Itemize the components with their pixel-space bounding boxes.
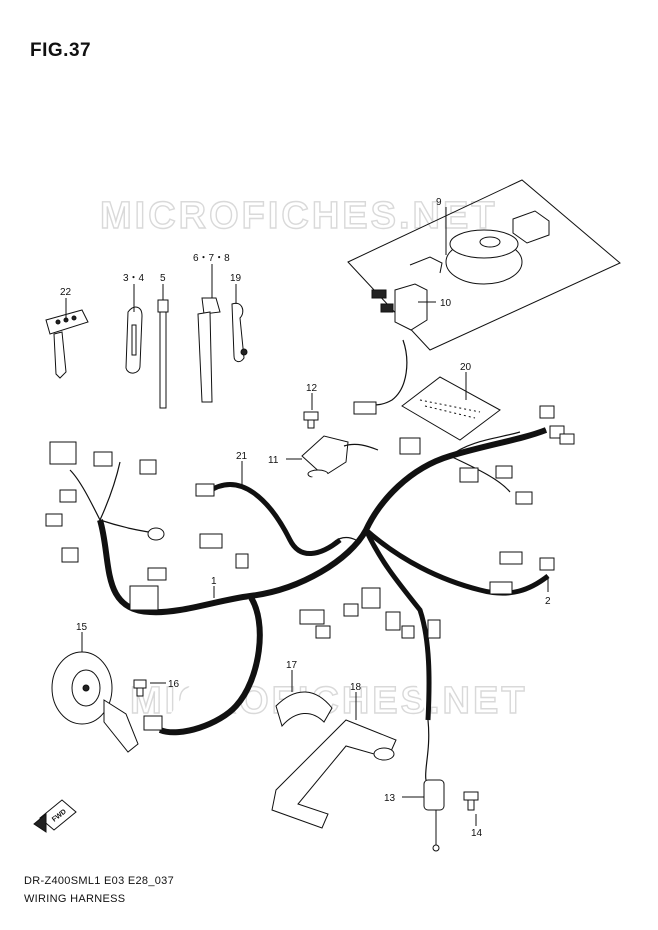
callout-3-4: 3・4 (123, 273, 145, 284)
callout-13: 13 (384, 793, 396, 804)
watermark-top: MICROFICHES.NET (100, 195, 498, 237)
callout-18: 18 (350, 682, 362, 693)
callout-11: 11 (268, 455, 279, 466)
key-22[interactable] (45, 309, 89, 379)
connectors-right[interactable] (199, 405, 575, 639)
bolt-12[interactable] (303, 411, 319, 429)
clamp-3-4[interactable] (125, 306, 143, 374)
callout-21: 21 (236, 451, 248, 462)
sensor-13[interactable] (423, 719, 445, 852)
callout-14: 14 (471, 828, 483, 839)
callout-6-7-8: 6・7・8 (193, 253, 230, 264)
sub-harness-21[interactable] (195, 482, 342, 556)
bracket-18[interactable] (271, 719, 397, 829)
bolt-14[interactable] (463, 791, 479, 811)
clamp-19[interactable] (231, 302, 248, 363)
leader-lines (65, 207, 549, 826)
main-wiring-harness-1[interactable] (69, 427, 550, 736)
callout-16: 16 (168, 679, 180, 690)
ignition-switch-assembly[interactable] (347, 179, 621, 415)
cover-17[interactable] (275, 691, 333, 728)
callout-10: 10 (440, 298, 452, 309)
horn-15[interactable] (51, 651, 163, 753)
figure-title: FIG.37 (30, 40, 92, 61)
fwd-arrow-icon: FWD (33, 799, 77, 833)
callout-17: 17 (286, 660, 298, 671)
callout-22: 22 (60, 287, 72, 298)
callout-9: 9 (436, 197, 442, 208)
callout-12: 12 (306, 383, 318, 394)
callout-15: 15 (76, 622, 88, 633)
caution-label-20[interactable] (401, 376, 501, 441)
callout-2: 2 (545, 596, 551, 607)
cable-tie-6-7-8[interactable] (197, 297, 221, 403)
figure-name: WIRING HARNESS (24, 893, 126, 905)
callout-19: 19 (230, 273, 242, 284)
figure-code: DR-Z400SML1 E03 E28_037 (24, 875, 174, 887)
cable-tie-5[interactable] (157, 299, 169, 409)
bolt-16[interactable] (133, 679, 147, 697)
connectors-left[interactable] (45, 441, 167, 611)
callout-5: 5 (160, 273, 166, 284)
callout-1: 1 (211, 576, 217, 587)
callout-20: 20 (460, 362, 472, 373)
